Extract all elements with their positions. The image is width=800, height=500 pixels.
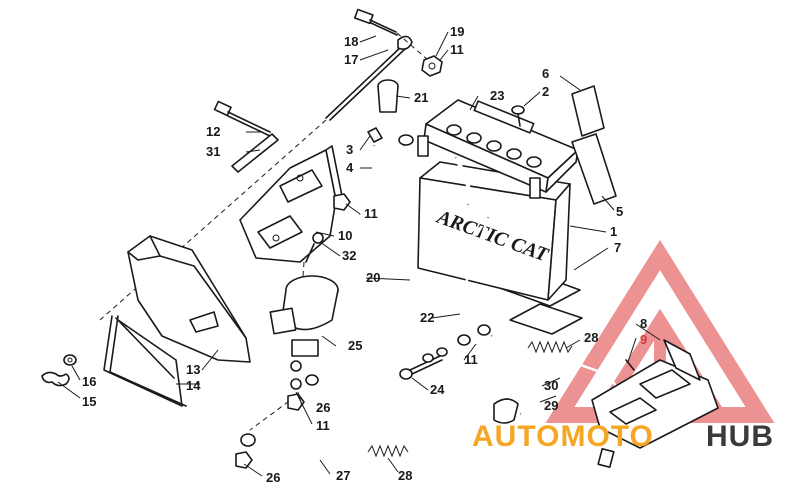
callout-14: 14 [186,378,201,393]
cable-20 [305,134,415,386]
bolt-18 [353,8,429,61]
callout-24: 24 [430,382,445,397]
callout-30: 30 [544,378,558,393]
callout-21: 21 [414,90,428,105]
watermark-word-part2: HUB [706,420,774,453]
callout-19: 19 [450,24,464,39]
battery-1: ARCTIC CAT [417,99,583,335]
rod-17 [99,35,413,321]
callout-8: 8 [640,316,647,331]
cable-22 [454,157,490,343]
wing-nut-15 [41,371,70,387]
callout-25: 25 [348,338,362,353]
callout-11-lower: 11 [316,418,330,433]
washer-16 [63,354,77,366]
spring-28-upper [527,340,573,354]
callout-11-mid: 11 [464,352,478,367]
nut-26-upper [287,393,305,411]
boot-21 [377,79,399,113]
mount-plate-10 [239,145,343,321]
callout-27: 27 [336,468,350,483]
pad-6 [571,85,605,137]
leader-lines [57,31,661,477]
callout-5: 5 [616,204,623,219]
cable-27 [240,398,521,460]
callout-15: 15 [82,394,96,409]
bolt-12 [213,100,271,137]
callout-4: 4 [346,160,354,175]
nut-11-plate [333,193,351,211]
cable-4 [358,127,383,215]
relay-bracket-8 [591,339,719,449]
callout-23: 23 [490,88,504,103]
callout-16: 16 [82,374,96,389]
callout-32: 32 [342,248,356,263]
nut-19 [421,55,443,77]
callout-17: 17 [344,52,358,67]
battery-box-13 [127,235,251,363]
watermark-text: AUTOMOTO HUB [472,420,774,453]
cable-30 [491,334,621,469]
callout-26-lower: 26 [266,470,280,485]
watermark-word-part1: AUTOMOTO [472,420,654,453]
strap-14 [103,315,187,407]
callout-2: 2 [542,84,549,99]
screw-2 [511,105,525,127]
callout-28-lower: 28 [398,468,412,483]
pad-5 [571,133,617,205]
callout-29: 29 [544,398,558,413]
callout-31: 31 [206,144,220,159]
spring-28-lower [367,444,409,458]
callout-10: 10 [338,228,352,243]
callout-numbers: 18 17 19 11 21 23 2 6 5 1 7 12 31 3 4 11… [82,24,647,485]
callout-13: 13 [186,362,200,377]
callout-7: 7 [614,240,621,255]
callout-1: 1 [610,224,617,239]
callout-20: 20 [366,270,380,285]
callout-3: 3 [346,142,353,157]
bolt-32 [305,232,324,263]
callout-26-upper: 26 [316,400,330,415]
nut-26-lower [235,451,253,469]
cell-caps [446,100,542,168]
strap-31 [231,133,279,173]
callout-9: 9 [640,332,647,347]
callout-22: 22 [420,310,434,325]
bolt-24 [399,324,491,380]
callout-6: 6 [542,66,549,81]
solenoid-25 [249,275,339,431]
callout-28-upper: 28 [584,330,598,345]
callout-11-plate: 11 [364,206,378,221]
callout-12: 12 [206,124,220,139]
callout-18: 18 [344,34,358,49]
callout-11-top: 11 [450,42,464,57]
